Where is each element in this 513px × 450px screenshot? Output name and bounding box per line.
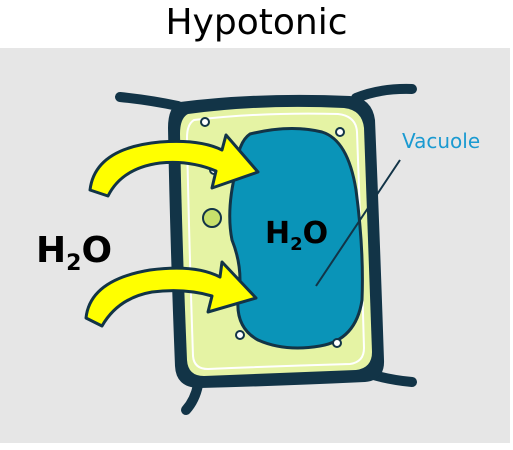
organelle-dot-2 [335,127,345,137]
organelle-dot-1 [200,117,210,127]
inside-water-h: H [265,216,290,251]
vacuole [228,126,364,350]
water-influx-arrow-bottom [84,260,258,328]
outside-water-sub: 2 [66,251,81,276]
outside-water-label: H2O [36,230,112,276]
vacuole-label: Vacuole [402,129,480,153]
chloroplast-dot [202,208,222,228]
inside-water-label: H2O [265,216,328,255]
organelle-dot-5 [332,338,342,348]
vacuole-pointer-line [315,159,401,287]
cell-membrane [185,112,366,371]
wall-ext-top-left [115,92,183,111]
outside-water-h: H [36,230,66,271]
outside-water-o: O [81,230,112,271]
water-influx-arrow-top [88,133,260,198]
inside-water-sub: 2 [290,234,303,255]
inside-water-o: O [303,216,329,251]
wall-ext-top-right [351,83,417,103]
organelle-dot-4 [235,330,245,340]
wall-ext-bottom-left [181,380,203,415]
diagram-title: Hypotonic [165,2,348,43]
